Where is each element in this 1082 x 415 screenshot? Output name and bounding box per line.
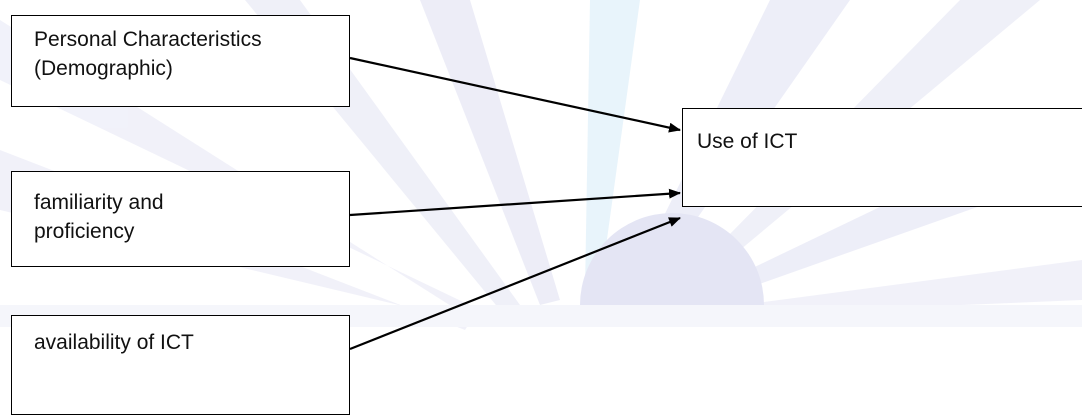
arrows-layer bbox=[349, 56, 681, 351]
watermark-sun bbox=[580, 213, 764, 305]
arrow-availability-to-use bbox=[349, 216, 681, 351]
arrow-personal-to-use bbox=[349, 56, 681, 133]
arrow-familiarity-to-use bbox=[349, 188, 681, 217]
watermark-ray bbox=[718, 260, 1082, 315]
personal-characteristics-box: Personal Characteristics (Demographic) bbox=[11, 15, 350, 107]
familiarity-proficiency-box: familiarity and proficiency bbox=[11, 171, 350, 267]
availability-of-ict-box: availability of ICT bbox=[11, 315, 350, 415]
watermark-ray bbox=[585, 0, 640, 290]
availability-label: availability of ICT bbox=[34, 331, 194, 354]
watermark-ray bbox=[420, 0, 560, 305]
use-of-ict-label: Use of ICT bbox=[697, 130, 798, 153]
familiarity-label-line-2: proficiency bbox=[34, 220, 135, 243]
watermark-ray bbox=[0, 20, 480, 318]
personal-characteristics-label-line-2: (Demographic) bbox=[34, 57, 173, 80]
familiarity-label-line-1: familiarity and bbox=[34, 191, 164, 214]
personal-characteristics-label-line-1: Personal Characteristics bbox=[34, 28, 262, 51]
use-of-ict-box: Use of ICT bbox=[682, 108, 1082, 207]
